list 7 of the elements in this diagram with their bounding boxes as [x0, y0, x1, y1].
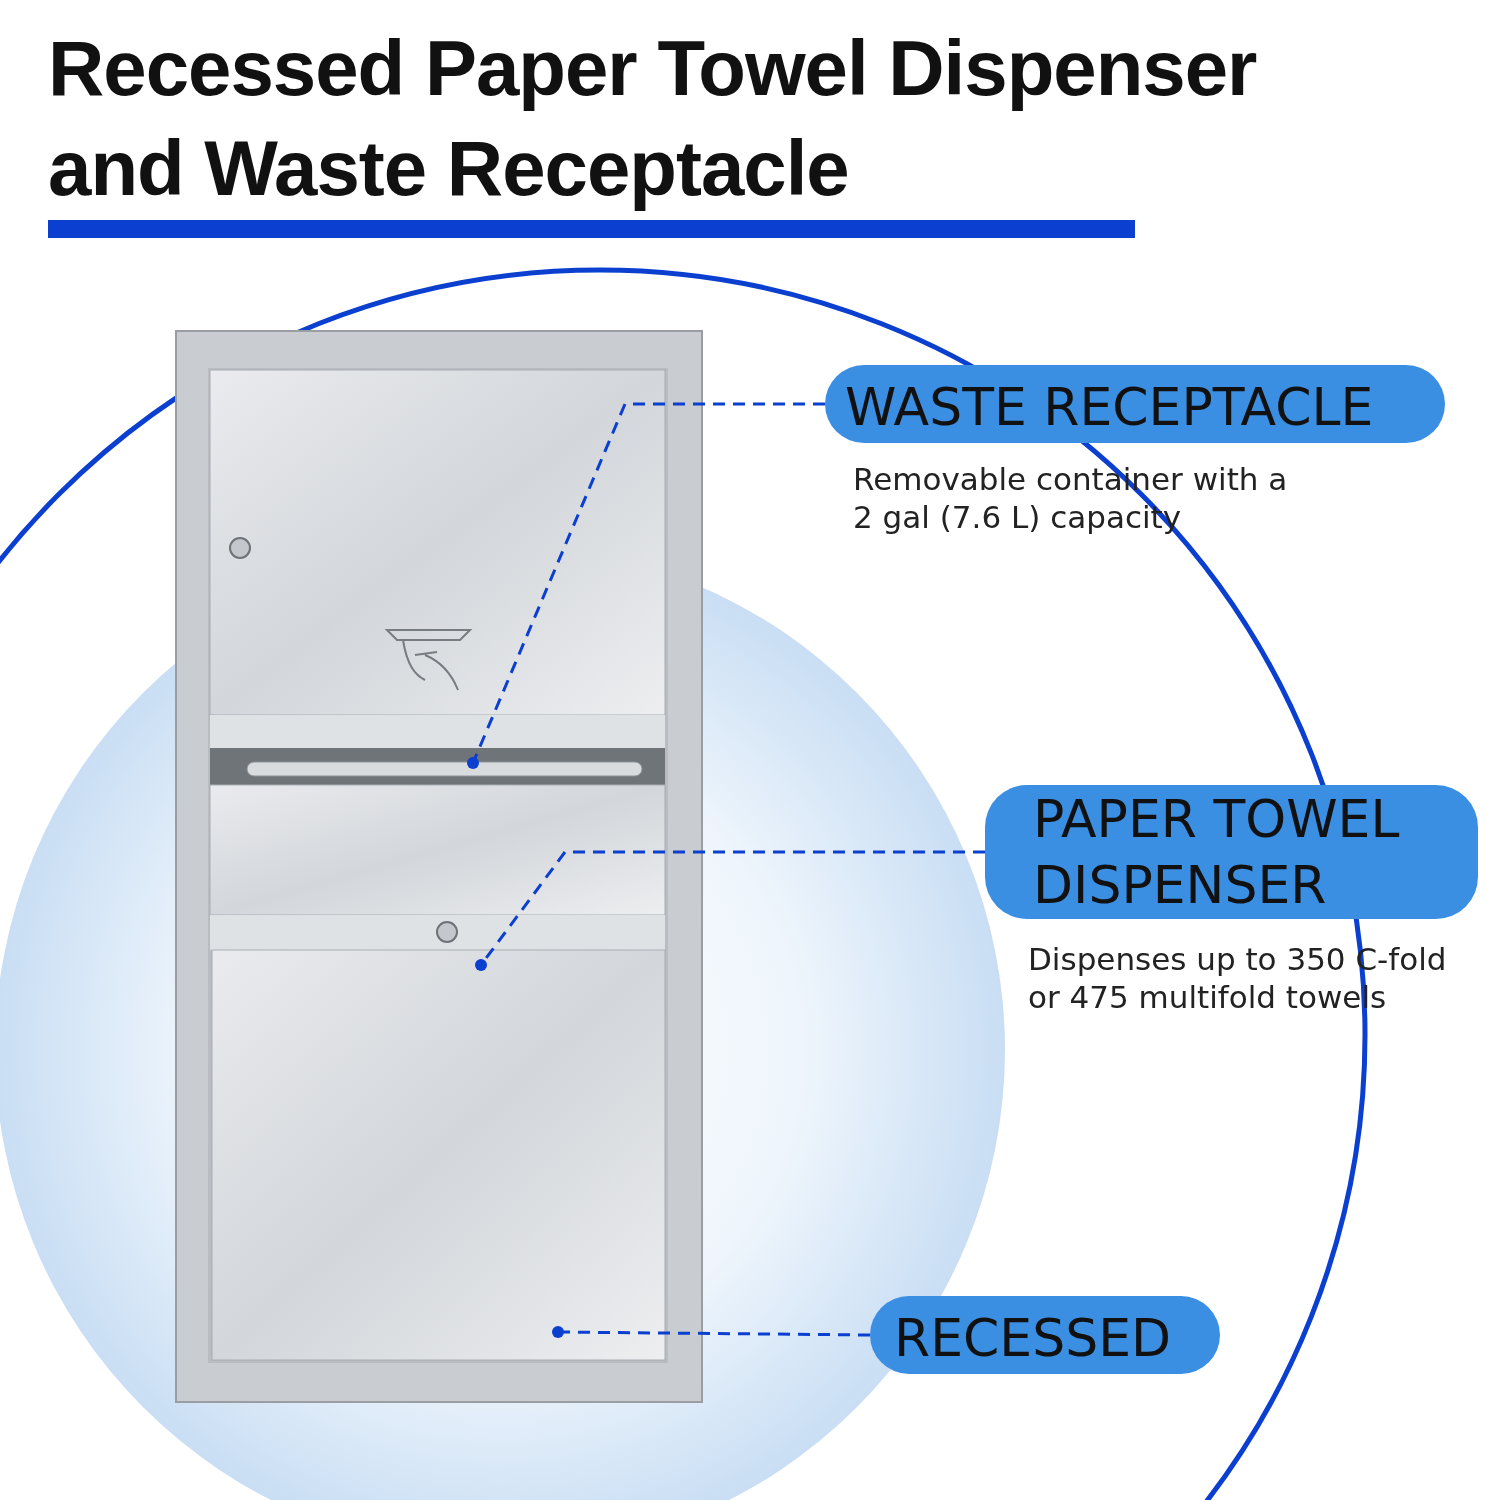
callout-label: RECESSED [870, 1296, 1220, 1374]
leader-line [467, 402, 825, 769]
leader-line [552, 1326, 870, 1338]
leader-line [475, 850, 985, 971]
dispenser-drawing [175, 330, 703, 1403]
callout-label: WASTE RECEPTACLE [825, 365, 1445, 443]
callout-label: PAPER TOWEL DISPENSER [985, 785, 1478, 919]
